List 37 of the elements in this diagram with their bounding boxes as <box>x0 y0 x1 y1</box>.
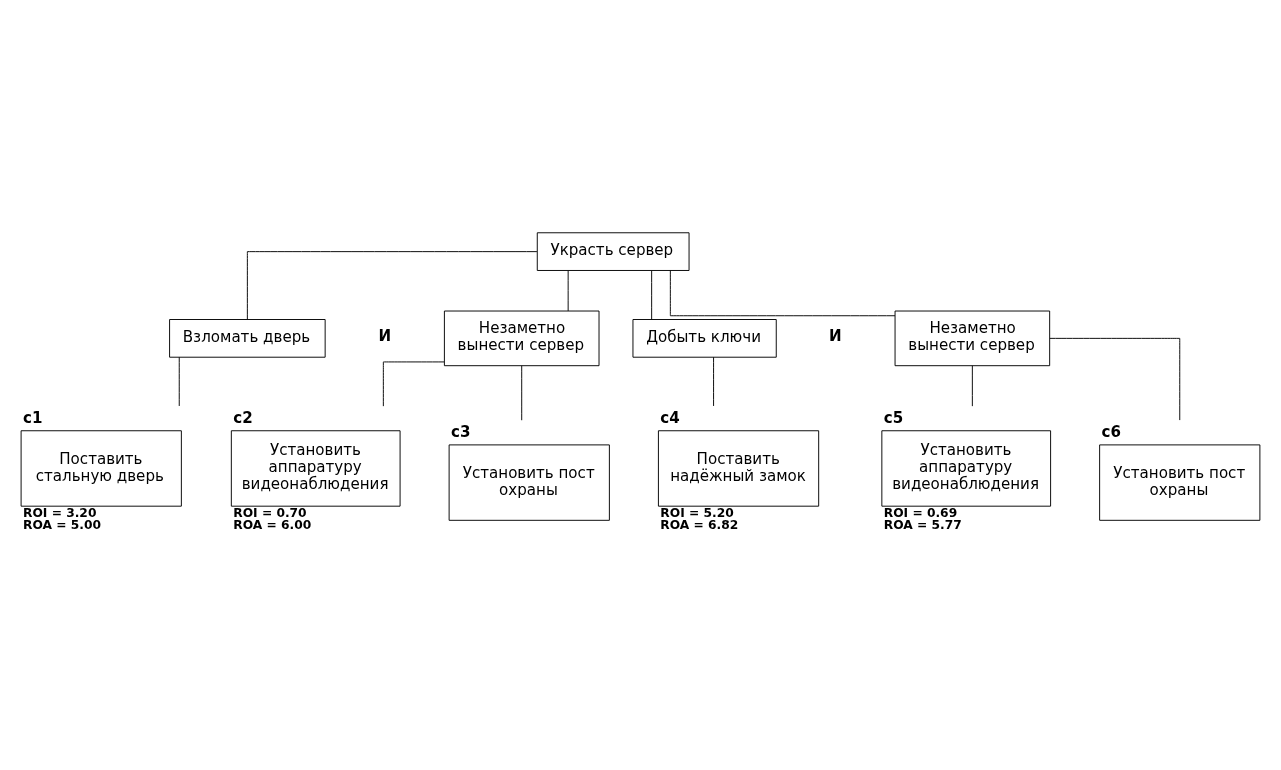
node-label: ROI = 0.70 <box>233 505 307 520</box>
node-box: Поставить стальную дверь <box>20 429 182 507</box>
node-box: Установить пост охраны <box>448 443 610 521</box>
node-box: Добыть ключи <box>632 318 777 358</box>
connector <box>651 269 653 320</box>
node-label: c1 <box>22 408 43 427</box>
connector <box>521 364 523 421</box>
connector <box>669 269 896 316</box>
node-label: ROA = 5.77 <box>883 517 962 532</box>
node-box: Незаметно вынести сервер <box>894 310 1051 366</box>
node-label: ROI = 3.20 <box>22 505 97 520</box>
node-label: ROA = 6.00 <box>233 517 312 532</box>
connector <box>382 360 445 407</box>
node-label: c4 <box>660 408 680 427</box>
node-label: ROA = 5.00 <box>22 517 102 532</box>
node-box: Незаметно вынести сервер <box>443 310 600 366</box>
connector <box>178 356 180 406</box>
node-label: ROI = 0.69 <box>883 505 958 520</box>
node-label: ROI = 5.20 <box>660 505 734 520</box>
connector <box>567 269 569 311</box>
label: И <box>829 326 842 345</box>
node-box: Взломать дверь <box>169 318 326 358</box>
label: И <box>378 326 392 345</box>
node-box: Украсть сервер <box>536 231 690 271</box>
node-label: c6 <box>1101 422 1121 441</box>
node-label: c3 <box>451 422 471 441</box>
node-label: ROA = 6.82 <box>660 517 739 532</box>
node-box: Установить аппаратуру видеонаблюдения <box>230 429 401 507</box>
node-box: Установить аппаратуру видеонаблюдения <box>881 429 1052 507</box>
node-label: c2 <box>233 408 253 427</box>
connector <box>713 356 715 406</box>
connector <box>971 364 973 407</box>
node-box: Поставить надёжный замок <box>657 429 820 507</box>
node-box: Установить пост охраны <box>1099 443 1261 521</box>
connector <box>246 250 538 320</box>
connector <box>1049 337 1181 421</box>
node-label: c5 <box>883 408 904 427</box>
